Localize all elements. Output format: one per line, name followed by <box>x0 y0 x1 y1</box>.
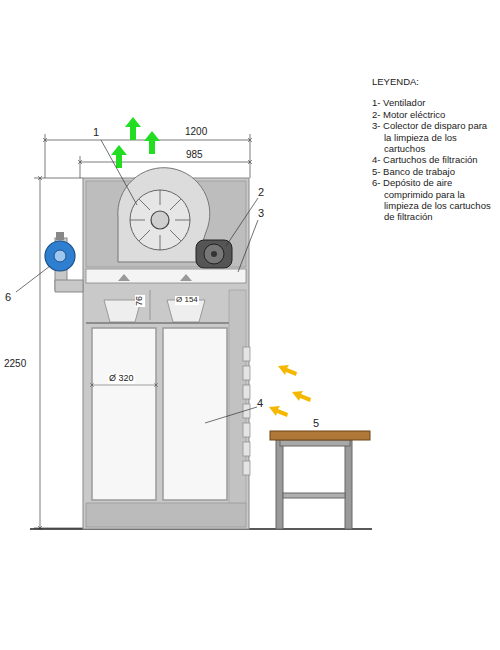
dimension-label: 1200 <box>185 126 207 137</box>
callout-number: 4 <box>257 397 263 409</box>
callout-number: 3 <box>258 207 264 219</box>
legend-item: 6- Depósito de aire comprimido para la l… <box>372 177 496 223</box>
fan-hub <box>151 211 169 229</box>
bench-leg <box>276 440 283 529</box>
legend-item: 1- Ventilador <box>372 97 496 108</box>
pulse-collector <box>86 269 246 283</box>
fan-blades <box>130 190 190 250</box>
legend-item: 4- Cartuchos de filtración <box>372 154 496 165</box>
dimension-label: 2250 <box>4 358 26 369</box>
dimension-label: 76 <box>135 295 145 307</box>
legend-item: 3- Colector de disparo para la limpieza … <box>372 120 496 154</box>
leader-lines <box>16 140 258 423</box>
callout-number: 1 <box>93 126 99 138</box>
callout-number: 6 <box>5 291 11 303</box>
dimension-lines <box>34 134 250 528</box>
dimension-label: 985 <box>186 149 203 160</box>
legend-heading: LEYENDA: <box>372 76 496 87</box>
air-inflow-arrows <box>269 365 311 417</box>
fan-wheel <box>130 190 190 250</box>
callout-number: 2 <box>258 186 264 198</box>
legend-item: 2- Motor eléctrico <box>372 109 496 120</box>
air-outlet-arrows <box>111 117 160 168</box>
filter-cartridge <box>92 328 156 500</box>
dimension-label: Ø 320 <box>108 374 135 384</box>
legend-item: 5- Banco de trabajo <box>372 166 496 177</box>
cabinet-base <box>86 503 246 527</box>
electric-motor <box>196 240 232 268</box>
motor-face <box>204 244 224 264</box>
nozzles <box>118 274 192 281</box>
cabinet-body <box>83 178 249 529</box>
filter-cartridge <box>163 328 227 500</box>
bench-leg <box>345 440 352 529</box>
bench-top <box>270 431 370 440</box>
legend-box: LEYENDA: 1- Ventilador2- Motor eléctrico3… <box>372 76 496 223</box>
callout-number: 5 <box>313 417 319 429</box>
dimension-label: Ø 154 <box>175 296 199 305</box>
